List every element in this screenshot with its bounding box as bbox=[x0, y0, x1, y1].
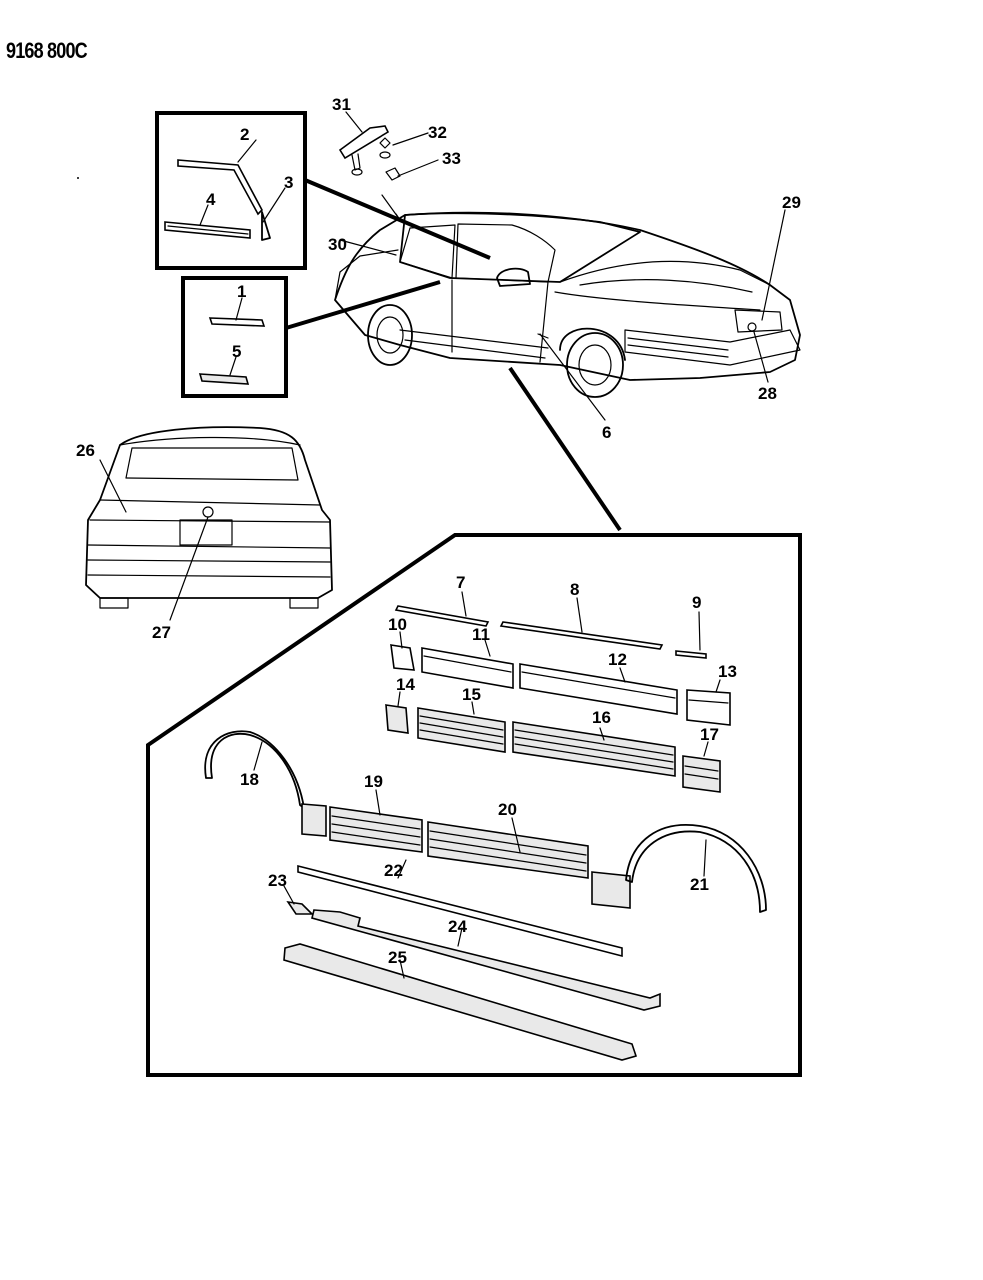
callout-labels: 2 3 4 1 5 31 32 33 30 29 28 6 26 27 7 8 … bbox=[76, 95, 801, 967]
callout-12: 12 bbox=[608, 650, 627, 669]
callout-21: 21 bbox=[690, 875, 709, 894]
callout-30: 30 bbox=[328, 235, 347, 254]
car-rear-view bbox=[85, 426, 333, 621]
callout-27: 27 bbox=[152, 623, 171, 642]
callout-9: 9 bbox=[692, 593, 701, 612]
callout-10: 10 bbox=[388, 615, 407, 634]
parts-31-33-ornament bbox=[338, 111, 439, 221]
callout-16: 16 bbox=[592, 708, 611, 727]
callout-11: 11 bbox=[472, 625, 490, 644]
callout-4: 4 bbox=[206, 190, 216, 209]
callout-2: 2 bbox=[240, 125, 249, 144]
callout-26: 26 bbox=[76, 441, 95, 460]
callout-5: 5 bbox=[232, 342, 241, 361]
callout-13: 13 bbox=[718, 662, 737, 681]
callout-25: 25 bbox=[388, 948, 407, 967]
callout-1: 1 bbox=[237, 282, 246, 301]
callout-31: 31 bbox=[332, 95, 351, 114]
side-moldings-box bbox=[146, 533, 802, 1077]
drawing-number: 9168 800C bbox=[6, 38, 88, 63]
callout-17: 17 bbox=[700, 725, 719, 744]
callout-24: 24 bbox=[448, 917, 467, 936]
callout-22: 22 bbox=[384, 861, 403, 880]
callout-15: 15 bbox=[462, 685, 481, 704]
callout-32: 32 bbox=[428, 123, 447, 142]
car-front-view bbox=[334, 209, 801, 421]
callout-8: 8 bbox=[570, 580, 579, 599]
callout-20: 20 bbox=[498, 800, 517, 819]
inset-box-belt-moldings bbox=[181, 276, 288, 398]
callout-29: 29 bbox=[782, 193, 801, 212]
callout-28: 28 bbox=[758, 384, 777, 403]
callout-23: 23 bbox=[268, 871, 287, 890]
callout-18: 18 bbox=[240, 770, 259, 789]
inset-box-door-frame-moldings bbox=[155, 111, 307, 270]
callout-6: 6 bbox=[602, 423, 611, 442]
callout-3: 3 bbox=[284, 173, 293, 192]
callout-33: 33 bbox=[442, 149, 461, 168]
callout-19: 19 bbox=[364, 772, 383, 791]
callout-7: 7 bbox=[456, 573, 465, 592]
callout-14: 14 bbox=[396, 675, 415, 694]
